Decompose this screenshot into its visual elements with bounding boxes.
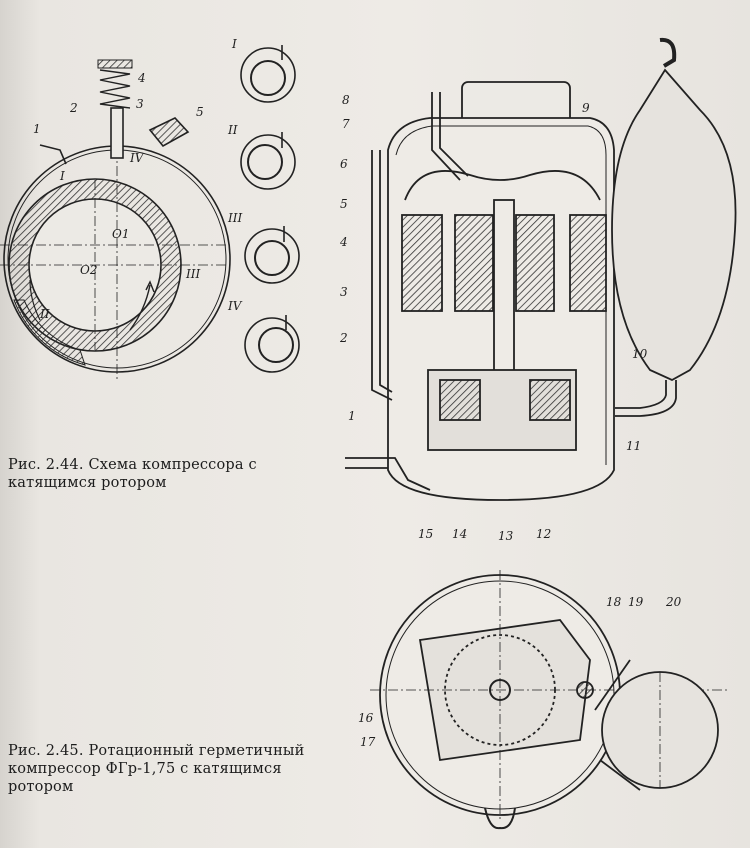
fig45-label-9: 9 (582, 101, 590, 115)
fig44-label-2: 2 (69, 101, 78, 115)
fig44-phase-labels: I II III IV (227, 37, 243, 313)
fig44-zone-III: III (185, 267, 200, 281)
fig44-zone-I: I (59, 169, 65, 183)
fig45-label-15: 15 (418, 527, 433, 541)
fig45-label-12: 12 (536, 527, 551, 541)
fig45-label-19: 19 (628, 595, 644, 609)
fig45-label-7: 7 (342, 117, 350, 131)
fig45-labels: 1 2 3 4 5 6 7 8 9 10 11 12 13 14 15 (339, 93, 648, 543)
fig45-label-17: 17 (360, 735, 376, 749)
fig45-label-18: 18 (606, 595, 622, 609)
fig45-label-20: 20 (665, 595, 682, 609)
fig44-center-O1: O1 (112, 227, 129, 241)
fig44-label-5: 5 (196, 105, 204, 119)
fig45-label-10: 10 (632, 347, 648, 361)
fig45-label-5: 5 (340, 197, 348, 211)
fig44-center-O2: O2 (80, 263, 97, 277)
fig45-label-6: 6 (340, 157, 348, 171)
fig44-labels: 1 2 3 4 5 I II III IV O1 O2 (33, 71, 204, 321)
fig45-label-11: 11 (626, 439, 641, 453)
fig45-label-2: 2 (339, 331, 348, 345)
fig44-phase-diagrams (240, 45, 300, 373)
fig44-label-1: 1 (33, 122, 41, 136)
fig45-compressor-plan (370, 570, 730, 830)
fig45-plan-labels: 16 17 18 19 20 (358, 595, 682, 749)
phase-label-IV: IV (227, 299, 243, 313)
fig44-label-4: 4 (137, 71, 146, 85)
fig44-label-3: 3 (136, 97, 144, 111)
fig45-label-1: 1 (348, 409, 356, 423)
fig45-label-8: 8 (342, 93, 350, 107)
phase-label-II: II (227, 123, 238, 137)
caption-fig-2-45: Рис. 2.45. Ротационный герметичный компр… (8, 743, 305, 795)
phase-label-I: I (231, 37, 237, 51)
fig44-zone-IV: IV (129, 151, 145, 165)
fig45-label-3: 3 (340, 285, 348, 299)
phase-label-III: III (227, 211, 242, 225)
fig45-label-14: 14 (452, 527, 467, 541)
fig44-compressor-schematic (0, 59, 231, 380)
fig45-compressor-section (345, 37, 737, 501)
fig45-label-4: 4 (339, 235, 348, 249)
fig44-zone-II: II (39, 307, 50, 321)
caption-fig-2-44: Рис. 2.44. Схема компрессора с катящимся… (8, 457, 257, 491)
fig45-label-13: 13 (498, 529, 514, 543)
fig45-label-16: 16 (358, 711, 374, 725)
